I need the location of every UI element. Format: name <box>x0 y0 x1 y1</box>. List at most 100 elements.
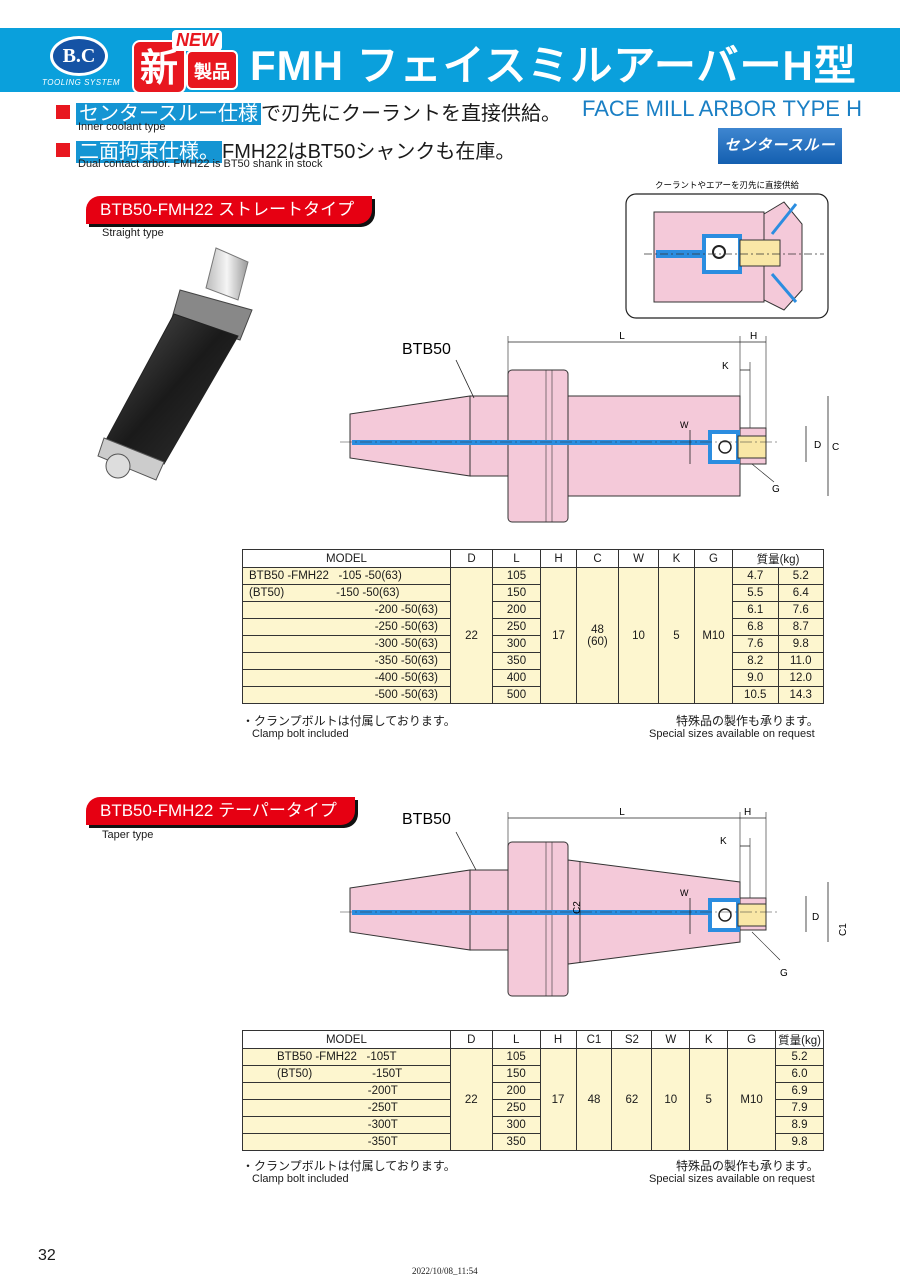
mass-50: 7.6 <box>732 635 779 653</box>
feature-line-2: 二面拘束仕様。FMH22はBT50シャンクも在庫。 <box>56 135 515 164</box>
detail-coolant-jet-bottom <box>770 273 798 303</box>
mass-value: 8.9 <box>775 1116 824 1134</box>
feature-2-english: Dual contact arbor. FMH22 is BT50 shank … <box>78 158 323 170</box>
model-cell: -300T <box>242 1116 451 1134</box>
mass-63: 12.0 <box>777 669 824 687</box>
model-cell: (BT50)-150 -50(63) <box>242 584 451 602</box>
dim-K-label: K <box>722 361 729 372</box>
feature-1-text: で刃先にクーラントを直接供給。 <box>261 103 561 125</box>
L-value: 350 <box>491 1133 541 1151</box>
table-row: (BT50)-150 -50(63) 150 5.5 6.4 <box>242 584 824 602</box>
feature-1-english: Inner coolant type <box>78 121 166 133</box>
L-value: 300 <box>491 1116 541 1134</box>
mass-50: 8.2 <box>732 652 779 670</box>
mass-63: 5.2 <box>777 567 824 585</box>
col-D: D <box>449 1030 493 1049</box>
K-value: 5 <box>658 567 695 704</box>
new-product-badge: 新 製品 NEW <box>132 30 242 94</box>
badge-new: NEW <box>172 30 222 51</box>
shank-label: BTB50 <box>402 811 451 828</box>
coolant-channel <box>352 910 712 915</box>
mass-63: 8.7 <box>777 618 824 636</box>
detail-bolt-head <box>712 245 726 259</box>
L-value: 300 <box>492 635 541 653</box>
col-W: W <box>651 1030 691 1049</box>
straight-type-subtitle: Straight type <box>102 227 164 239</box>
col-D: D <box>450 549 493 568</box>
model-suffix: -150T <box>372 1068 403 1080</box>
model-cell: -300 -50(63) <box>242 635 451 653</box>
flange <box>507 841 569 997</box>
col-G: G <box>727 1030 777 1049</box>
D-value: 22 <box>450 567 493 704</box>
dim-G-label: G <box>780 968 788 979</box>
C-value: 48(60) <box>576 567 619 704</box>
L-value: 350 <box>492 652 541 670</box>
mass-63: 14.3 <box>777 686 824 704</box>
straight-note-en: Clamp bolt included <box>252 728 349 740</box>
feature-2-text: FMH22はBT50シャンクも在庫。 <box>222 141 516 163</box>
mass-value: 7.9 <box>775 1099 824 1117</box>
model-cell: -500 -50(63) <box>242 686 451 704</box>
col-C: C <box>576 549 619 568</box>
logo-mark: B.C <box>50 36 108 76</box>
page-number: 32 <box>38 1247 56 1264</box>
red-square-icon <box>56 105 70 119</box>
shank-label: BTB50 <box>402 341 451 358</box>
S2-value: 62 <box>611 1048 653 1151</box>
L-value: 250 <box>492 618 541 636</box>
shank-leader <box>455 831 477 871</box>
col-K: K <box>689 1030 729 1049</box>
dim-C2-label: C2 <box>572 901 583 914</box>
dim-W-label: W <box>680 420 689 430</box>
L-value: 250 <box>491 1099 541 1117</box>
table-row: -200T 200 6.9 <box>242 1082 824 1100</box>
dim-K-label: K <box>720 836 727 847</box>
model-series: BTB50 -FMH22 <box>249 570 329 582</box>
clamp-bolt <box>737 435 767 459</box>
col-W: W <box>618 549 659 568</box>
W-value: 10 <box>651 1048 691 1151</box>
dim-C-label: C <box>832 442 839 453</box>
mass-50: 4.7 <box>732 567 779 585</box>
badge-seihin: 製品 <box>186 50 238 90</box>
C-alt: (60) <box>587 635 608 648</box>
straight-note-jp: ・クランプボルトは付属しております。 <box>242 714 456 728</box>
mass-50: 6.8 <box>732 618 779 636</box>
L-value: 105 <box>491 1048 541 1066</box>
col-model: MODEL <box>242 549 451 568</box>
taper-type-pill: BTB50-FMH22 テーパータイプ <box>86 797 355 825</box>
col-mass: 質量(kg) <box>775 1030 824 1049</box>
L-value: 105 <box>492 567 541 585</box>
feature-line-1: センタースルー仕様で刃先にクーラントを直接供給。 <box>56 97 561 126</box>
table-row: -350T 350 9.8 <box>242 1133 824 1151</box>
model-suffix: -105 -50(63) <box>338 570 402 582</box>
dim-H-label: H <box>750 331 757 342</box>
L-value: 500 <box>492 686 541 704</box>
taper-special-en: Special sizes available on request <box>649 1173 815 1185</box>
table-row: -300T 300 8.9 <box>242 1116 824 1134</box>
neck <box>469 395 509 477</box>
C-main: 48 <box>591 623 604 636</box>
col-H: H <box>539 1030 577 1049</box>
mass-value: 6.0 <box>775 1065 824 1083</box>
model-series: BTB50 -FMH22 <box>277 1051 357 1063</box>
straight-drawing: L H K D C W G BTB50 <box>340 331 839 523</box>
dim-C1-label: C1 <box>838 923 849 936</box>
H-value: 17 <box>540 567 577 704</box>
taper-shank <box>349 395 471 477</box>
leader-G <box>751 931 781 961</box>
L-value: 200 <box>492 601 541 619</box>
col-C1: C1 <box>575 1030 613 1049</box>
col-L: L <box>491 1030 541 1049</box>
table-row: -300 -50(63) 300 7.6 9.8 <box>242 635 824 653</box>
red-square-icon <box>56 143 70 157</box>
photo-bolt <box>105 453 131 479</box>
straight-special-jp: 特殊品の製作も承ります。 <box>676 714 819 728</box>
col-G: G <box>694 549 733 568</box>
detail-cutter <box>763 201 803 311</box>
L-value: 150 <box>492 584 541 602</box>
mass-50: 6.1 <box>732 601 779 619</box>
D-value: 22 <box>449 1048 493 1151</box>
straight-type-pill: BTB50-FMH22 ストレートタイプ <box>86 196 373 224</box>
